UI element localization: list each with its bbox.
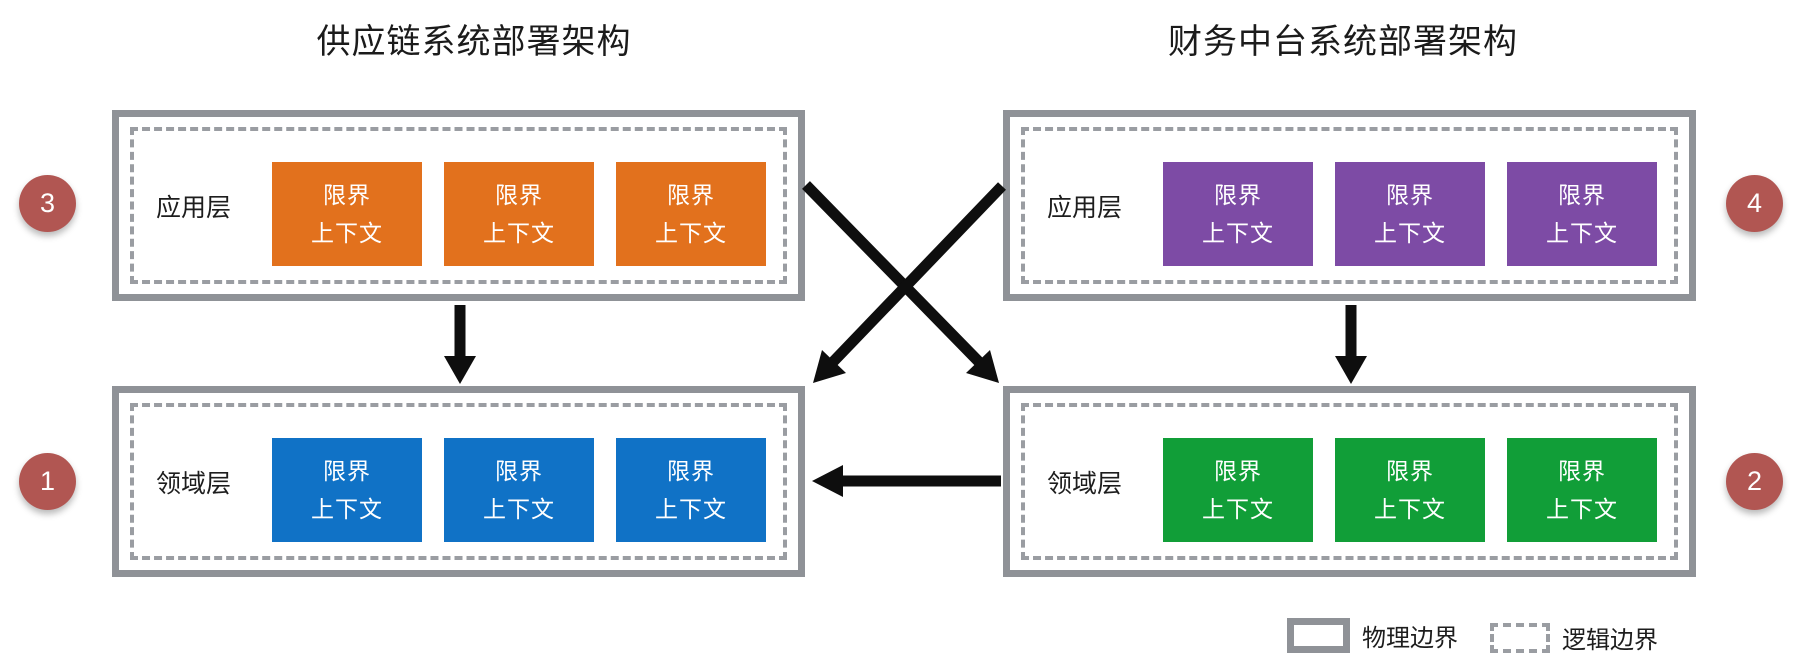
bounded-context-line1: 限界 bbox=[1214, 458, 1262, 484]
bounded-context-line1: 限界 bbox=[495, 458, 543, 484]
bounded-context-line1: 限界 bbox=[495, 182, 543, 208]
supply-chain-title: 供应链系统部署架构 bbox=[316, 23, 632, 61]
arrow-supply-app-to-supply-domain bbox=[444, 305, 476, 384]
legend-physical-boundary: 物理边界 bbox=[1287, 618, 1458, 653]
bounded-context-box: 限界 上下文 bbox=[272, 438, 422, 542]
bounded-context-line2: 上下文 bbox=[1374, 496, 1446, 522]
bounded-context-box: 限界 上下文 bbox=[616, 162, 766, 266]
bounded-context-line1: 限界 bbox=[1386, 458, 1434, 484]
finance-domain-physical-boundary: 领域层 限界 上下文 限界 上下文 限界 上下文 bbox=[1003, 386, 1696, 577]
finance-domain-logical-boundary: 领域层 限界 上下文 限界 上下文 限界 上下文 bbox=[1021, 403, 1678, 560]
bounded-context-line1: 限界 bbox=[1558, 458, 1606, 484]
bounded-context-box: 限界 上下文 bbox=[1335, 162, 1485, 266]
bounded-context-line2: 上下文 bbox=[655, 220, 727, 246]
arrow-supply-app-to-finance-domain bbox=[802, 181, 999, 383]
supply-app-physical-boundary: 应用层 限界 上下文 限界 上下文 限界 上下文 bbox=[112, 110, 805, 301]
bounded-context-line2: 上下文 bbox=[311, 220, 383, 246]
bounded-context-box: 限界 上下文 bbox=[1335, 438, 1485, 542]
bounded-context-line2: 上下文 bbox=[1202, 496, 1274, 522]
finance-app-logical-boundary: 应用层 限界 上下文 限界 上下文 限界 上下文 bbox=[1021, 127, 1678, 284]
bounded-context-box: 限界 上下文 bbox=[616, 438, 766, 542]
badge-3: 3 bbox=[19, 175, 76, 232]
layer-label-application: 应用层 bbox=[1047, 193, 1123, 222]
bounded-context-line1: 限界 bbox=[323, 458, 371, 484]
bounded-context-line2: 上下文 bbox=[311, 496, 383, 522]
badge-4: 4 bbox=[1726, 175, 1783, 232]
bounded-context-line1: 限界 bbox=[1558, 182, 1606, 208]
bounded-context-box: 限界 上下文 bbox=[1507, 438, 1657, 542]
arrow-finance-app-to-finance-domain bbox=[1335, 305, 1367, 384]
badge-1: 1 bbox=[19, 453, 76, 510]
bounded-context-line1: 限界 bbox=[667, 458, 715, 484]
bounded-context-box: 限界 上下文 bbox=[1163, 162, 1313, 266]
bounded-context-line2: 上下文 bbox=[655, 496, 727, 522]
physical-boundary-swatch-icon bbox=[1287, 618, 1350, 653]
bounded-context-line2: 上下文 bbox=[1374, 220, 1446, 246]
arrow-finance-app-to-supply-domain bbox=[813, 182, 1006, 383]
bounded-context-line1: 限界 bbox=[1214, 182, 1262, 208]
legend-logical-boundary: 逻辑边界 bbox=[1490, 620, 1658, 655]
layer-label-domain: 领域层 bbox=[1047, 469, 1123, 498]
arrow-finance-domain-to-supply-domain bbox=[812, 465, 1001, 497]
legend-physical-label: 物理边界 bbox=[1362, 625, 1458, 652]
bounded-context-line1: 限界 bbox=[667, 182, 715, 208]
supply-domain-logical-boundary: 领域层 限界 上下文 限界 上下文 限界 上下文 bbox=[130, 403, 787, 560]
finance-app-physical-boundary: 应用层 限界 上下文 限界 上下文 限界 上下文 bbox=[1003, 110, 1696, 301]
logical-boundary-swatch-icon bbox=[1490, 622, 1550, 653]
bounded-context-line2: 上下文 bbox=[1546, 496, 1618, 522]
bounded-context-line1: 限界 bbox=[1386, 182, 1434, 208]
bounded-context-box: 限界 上下文 bbox=[272, 162, 422, 266]
bounded-context-line1: 限界 bbox=[323, 182, 371, 208]
bounded-context-line2: 上下文 bbox=[483, 220, 555, 246]
bounded-context-line2: 上下文 bbox=[1546, 220, 1618, 246]
bounded-context-line2: 上下文 bbox=[1202, 220, 1274, 246]
badge-2: 2 bbox=[1726, 453, 1783, 510]
supply-app-logical-boundary: 应用层 限界 上下文 限界 上下文 限界 上下文 bbox=[130, 127, 787, 284]
legend-logical-label: 逻辑边界 bbox=[1562, 627, 1658, 654]
bounded-context-box: 限界 上下文 bbox=[444, 438, 594, 542]
bounded-context-box: 限界 上下文 bbox=[1507, 162, 1657, 266]
layer-label-application: 应用层 bbox=[156, 193, 232, 222]
supply-domain-physical-boundary: 领域层 限界 上下文 限界 上下文 限界 上下文 bbox=[112, 386, 805, 577]
bounded-context-box: 限界 上下文 bbox=[1163, 438, 1313, 542]
bounded-context-box: 限界 上下文 bbox=[444, 162, 594, 266]
bounded-context-line2: 上下文 bbox=[483, 496, 555, 522]
layer-label-domain: 领域层 bbox=[156, 469, 232, 498]
finance-platform-title: 财务中台系统部署架构 bbox=[1168, 23, 1518, 61]
